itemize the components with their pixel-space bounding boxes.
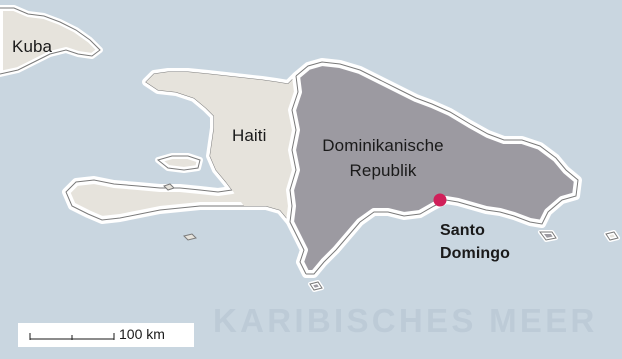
santo-domingo-label-line2: Domingo xyxy=(440,245,511,262)
scale-bar-graphic xyxy=(29,333,115,340)
islands xyxy=(155,153,620,292)
scale-bar: 100 km xyxy=(18,323,194,347)
haiti-label: Haiti xyxy=(232,126,267,145)
santo-domingo-label-line1: Santo xyxy=(440,222,485,239)
santo-domingo-marker xyxy=(433,193,447,207)
dominican-republic-label-line2: Republik xyxy=(349,161,417,180)
cuba-label: Kuba xyxy=(12,37,53,56)
dominican-republic-label-line1: Dominikanische xyxy=(322,136,444,155)
scale-bar-label: 100 km xyxy=(119,326,165,342)
dominican-republic-landmass xyxy=(286,58,582,278)
sea-label: KARIBISCHES MEER xyxy=(213,302,598,339)
